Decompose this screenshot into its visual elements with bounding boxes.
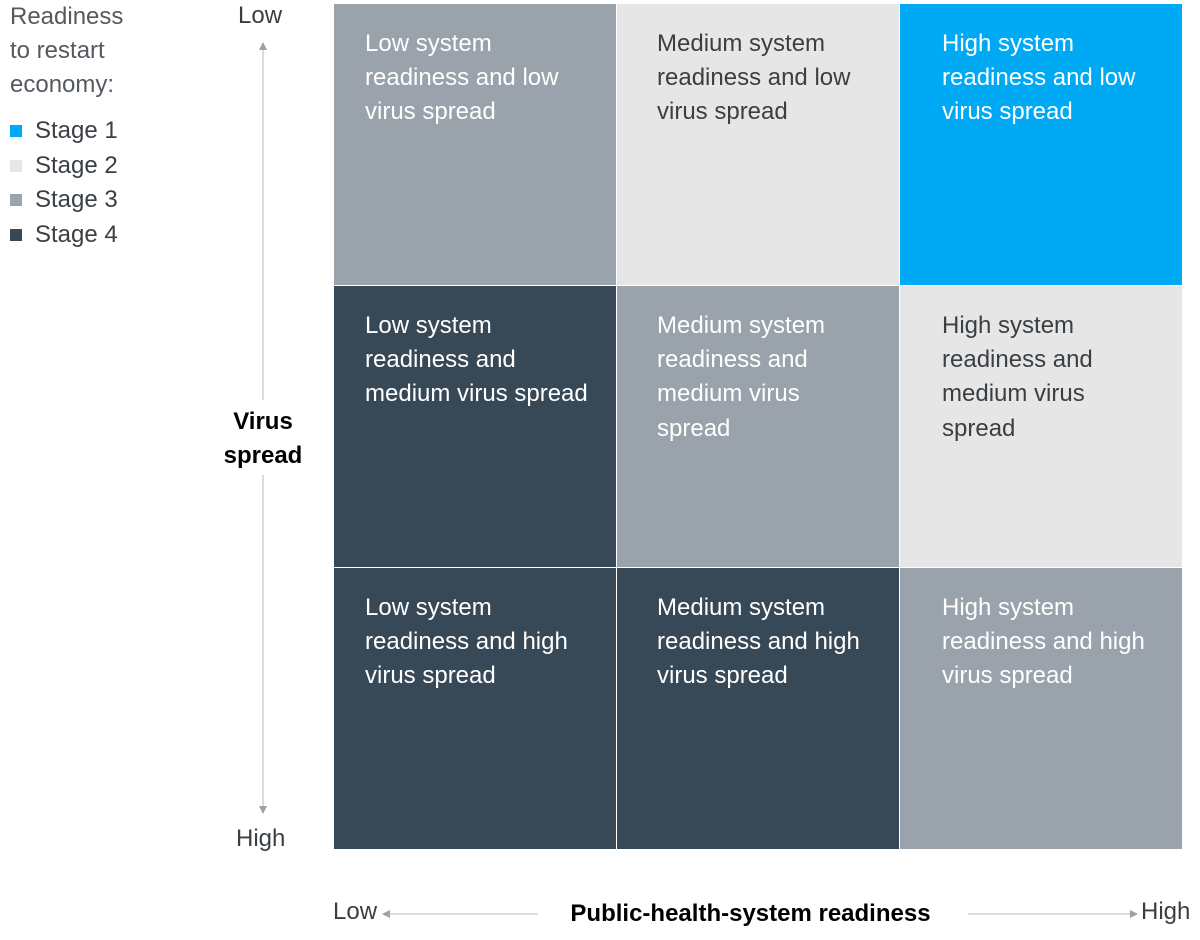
cell-text: Medium system readiness and low virus sp… [657,30,851,126]
legend-item-stage-1: Stage 1 [10,114,210,149]
cell-high-readiness-high-spread: High system readiness and high virus spr… [900,568,1182,849]
x-axis-low-label: Low [333,898,378,925]
x-axis-arrows [382,910,1138,918]
legend-label: Stage 2 [35,151,118,179]
readiness-matrix: Low system readiness and low virus sprea… [334,4,1182,851]
cell-medium-readiness-high-spread: Medium system readiness and high virus s… [617,568,899,849]
cell-medium-readiness-medium-spread: Medium system readiness and medium virus… [617,286,899,567]
cell-low-readiness-low-spread: Low system readiness and low virus sprea… [334,4,616,285]
legend-title: Readiness to restart economy: [10,3,124,98]
cell-text: Low system readiness and medium virus sp… [365,312,588,408]
legend-label: Stage 3 [35,186,118,214]
legend-label: Stage 4 [35,220,118,248]
legend-swatch-stage-3 [10,194,22,207]
x-axis-high-label: High [1141,898,1191,925]
legend-swatch-stage-1 [10,125,22,138]
cell-text: Medium system readiness and high virus s… [657,594,860,690]
y-axis-title: Virus spread [223,408,303,469]
x-axis-title: Public-health-system readiness [570,900,931,927]
cell-text: Low system readiness and high virus spre… [365,594,568,690]
cell-text: Medium system readiness and medium virus… [657,312,826,442]
legend-list: Stage 1 Stage 2 Stage 3 Stage 4 [10,114,210,252]
cell-text: Low system readiness and low virus sprea… [365,30,559,126]
y-axis-arrows [259,42,267,814]
cell-text: High system readiness and low virus spre… [942,30,1136,126]
y-axis-high-label: High [236,825,286,852]
legend-item-stage-3: Stage 3 [10,183,210,218]
cell-text: High system readiness and high virus spr… [942,594,1145,690]
cell-low-readiness-medium-spread: Low system readiness and medium virus sp… [334,286,616,567]
legend-item-stage-4: Stage 4 [10,218,210,253]
cell-text: High system readiness and medium virus s… [942,312,1093,442]
y-axis-up-arrowhead [259,42,267,50]
legend-label: Stage 1 [35,117,118,145]
cell-medium-readiness-low-spread: Medium system readiness and low virus sp… [617,4,899,285]
x-axis-right-arrowhead [1130,910,1138,918]
y-axis-down-arrowhead [259,806,267,814]
cell-high-readiness-low-spread: High system readiness and low virus spre… [900,4,1182,285]
legend: Readiness to restart economy: Stage 1 St… [10,0,210,252]
cell-low-readiness-high-spread: Low system readiness and high virus spre… [334,568,616,849]
legend-swatch-stage-2 [10,159,22,172]
legend-swatch-stage-4 [10,228,22,241]
cell-high-readiness-medium-spread: High system readiness and medium virus s… [900,286,1182,567]
x-axis-left-arrowhead [382,910,390,918]
y-axis-low-label: Low [238,2,283,29]
legend-item-stage-2: Stage 2 [10,149,210,184]
